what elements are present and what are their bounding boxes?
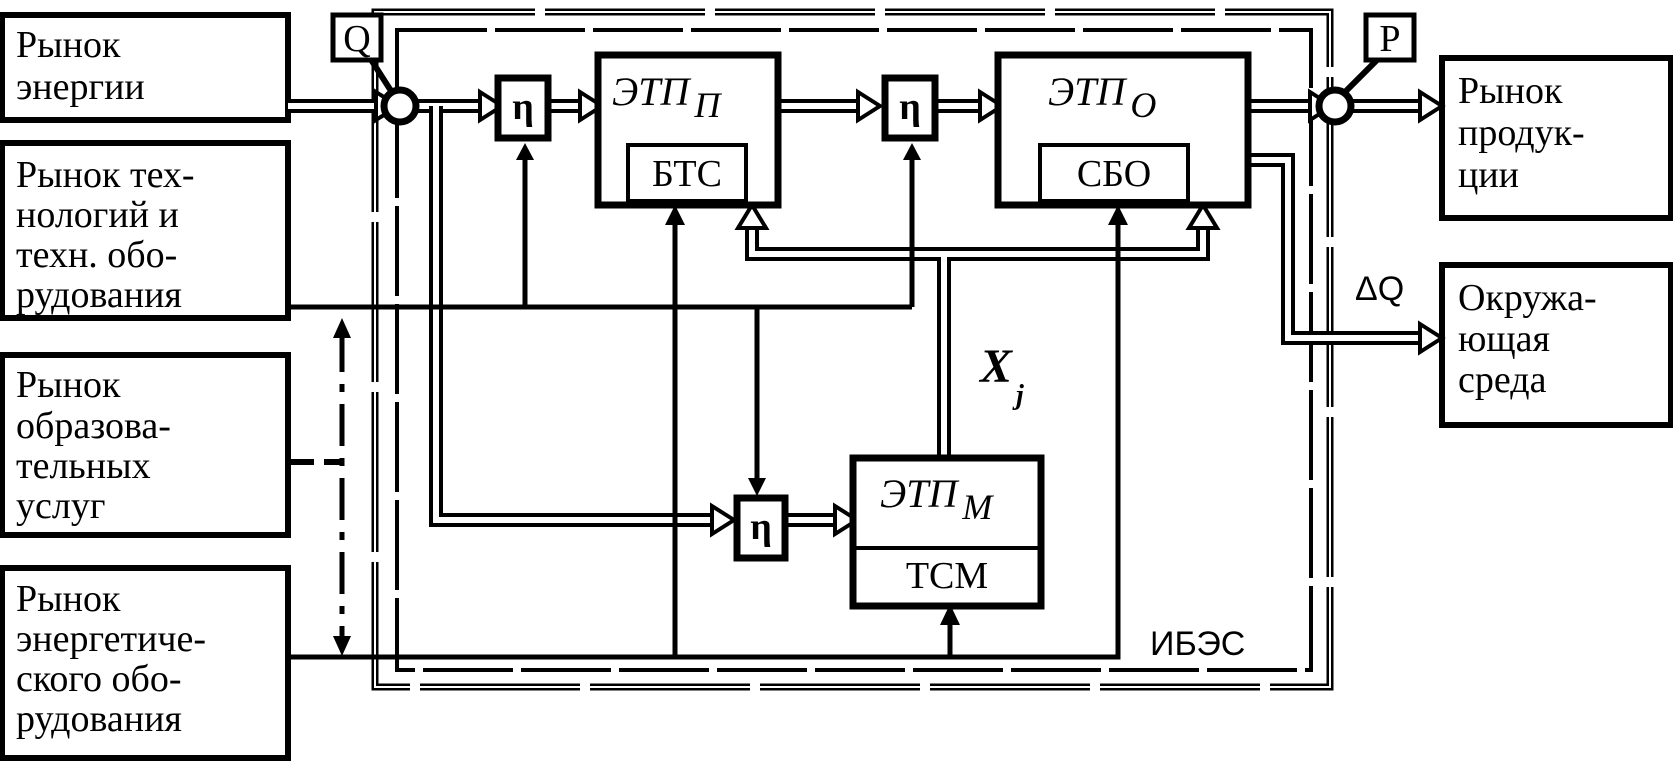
market-edu-line-2: образова-	[16, 405, 171, 447]
p-flag-label: P	[1379, 18, 1400, 60]
x-j-label: Xj	[978, 340, 1024, 411]
environment-line-2: ющая	[1458, 318, 1550, 360]
market-energy-box: Рынок энергии	[0, 12, 291, 123]
p-flag: P	[1334, 12, 1417, 103]
eta-box-1-label: η	[512, 86, 534, 128]
market-equip-line-3: ского обо-	[16, 658, 182, 700]
market-tech-line-4: рудования	[16, 274, 182, 316]
market-product-line-3: ции	[1458, 154, 1519, 196]
junction-q	[380, 86, 420, 126]
ibes-label: ИБЭС	[1150, 625, 1245, 663]
market-equip-line-2: энергетиче-	[16, 618, 206, 660]
market-product-box: Рынок продук- ции	[1439, 55, 1673, 221]
filled-arrowheads	[333, 143, 1128, 656]
market-tech-box: Рынок тех- нологий и техн. обо- рудовани…	[0, 140, 291, 321]
delta-q-label: ΔQ	[1355, 270, 1404, 308]
market-equip-line-4: рудования	[16, 698, 182, 740]
x-j-sub: j	[1012, 380, 1024, 411]
open-arrowheads	[374, 88, 1446, 538]
market-tech-line-2: нологий и	[16, 194, 179, 236]
market-equip-box: Рынок энергетиче- ского обо- рудования	[0, 565, 291, 761]
etp-m-title-sub: М	[961, 487, 994, 527]
etp-p-title-sub: П	[693, 85, 722, 125]
etp-p-title-main: ЭТП	[612, 69, 691, 114]
etp-o-title-main: ЭТП	[1048, 69, 1127, 114]
bts-label: БТС	[652, 153, 722, 195]
market-edu-box: Рынок образова- тельных услуг	[0, 352, 291, 538]
q-flag: Q	[330, 12, 403, 107]
environment-line-3: среда	[1458, 359, 1547, 401]
eta-box-3: η	[733, 494, 789, 562]
x-j-main: X	[978, 340, 1013, 393]
market-tech-line-3: техн. обо-	[16, 234, 177, 276]
double-flows	[288, 99, 1430, 527]
etp-o-title-sub: О	[1130, 85, 1156, 125]
sbo-label: СБО	[1077, 153, 1151, 195]
market-tech-line-1: Рынок тех-	[16, 154, 195, 196]
environment-line-1: Окружа-	[1458, 277, 1597, 319]
market-edu-line-3: тельных	[16, 445, 151, 487]
market-product-line-1: Рынок	[1458, 70, 1563, 112]
market-equip-line-1: Рынок	[16, 578, 121, 620]
market-edu-line-4: услуг	[16, 485, 105, 527]
eta-box-2: η	[881, 74, 939, 142]
ibes-frame	[371, 8, 1334, 691]
single-flows	[288, 150, 1121, 660]
junction-p	[1315, 86, 1355, 126]
etp-m-title-main: ЭТП	[880, 471, 959, 516]
market-energy-line-2: энергии	[16, 66, 145, 108]
eta-box-2-label: η	[899, 86, 921, 128]
tsm-label: ТСМ	[906, 555, 988, 597]
eta-box-1: η	[494, 74, 552, 142]
market-product-line-2: продук-	[1458, 112, 1585, 154]
eta-box-3-label: η	[750, 506, 772, 548]
environment-box: Окружа- ющая среда	[1439, 262, 1673, 428]
q-flag-label: Q	[343, 18, 370, 60]
market-energy-line-1: Рынок	[16, 24, 121, 66]
market-edu-line-1: Рынок	[16, 364, 121, 406]
